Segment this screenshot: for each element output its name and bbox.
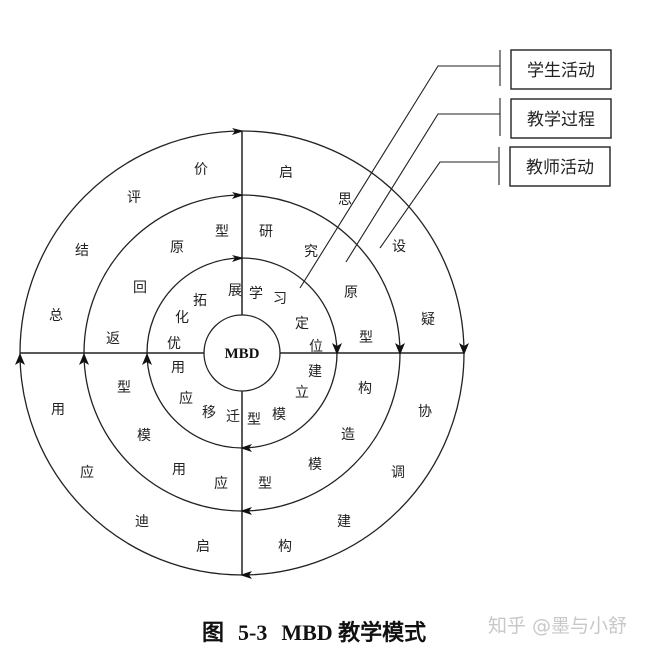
middle-ring-char: 型 [359, 330, 373, 346]
outer-ring-char: 建 [337, 514, 351, 530]
inner-ring-char: 迁 [226, 409, 240, 425]
outer-ring-char: 结 [75, 243, 89, 259]
outer-ring-char: 调 [391, 465, 405, 481]
arrow-bottom-inner [240, 444, 252, 452]
caption-figure-number: 5-3 [238, 620, 268, 645]
legend-label: 学生活动 [527, 61, 595, 81]
middle-ring-char: 型 [117, 380, 131, 396]
arrow-bottom-outer [240, 571, 252, 579]
watermark: 知乎 @墨与小舒 [488, 615, 628, 637]
outer-ring-char: 应 [80, 464, 94, 481]
inner-ring-char: 定 [295, 316, 309, 332]
outer-ring-char: 构 [278, 539, 292, 555]
inner-ring-char: 模 [272, 407, 286, 423]
inner-ring-char: 用 [171, 360, 185, 376]
legend-item-teacher-activity: 教师活动 [509, 146, 611, 187]
legend-leader-lines [299, 50, 501, 289]
leader-teaching-process [345, 113, 500, 263]
caption-figure-label: 图 [202, 620, 225, 645]
middle-ring-char: 用 [172, 462, 186, 478]
inner-ring-char: 建 [308, 364, 322, 380]
middle-ring-char: 返 [106, 331, 120, 347]
middle-ring-char: 原 [170, 240, 184, 256]
outer-ring-char: 思 [338, 192, 352, 208]
legend-label: 教学过程 [527, 110, 595, 130]
inner-ring-char: 学 [249, 286, 263, 302]
middle-ring-char: 回 [133, 280, 147, 296]
outer-ring-char: 设 [392, 239, 406, 255]
outer-ring-char: 启 [279, 165, 293, 181]
middle-ring-char: 型 [215, 224, 229, 240]
inner-ring-char: 位 [309, 339, 323, 355]
outer-ring-char: 评 [127, 190, 141, 206]
outer-ring-char: 迪 [135, 514, 149, 530]
arrow-top-inner [232, 255, 244, 262]
middle-ring-char: 研 [259, 224, 273, 240]
inner-ring-char: 型 [247, 412, 261, 428]
arrow-bottom-middle [240, 507, 252, 515]
outer-ring-char: 协 [418, 404, 432, 420]
middle-ring-char: 构 [358, 381, 372, 397]
caption-title: MBD 教学模式 [281, 620, 427, 645]
inner-ring-char: 立 [295, 385, 309, 401]
figure-caption: 图 5-3 MBD 教学模式 [202, 615, 440, 647]
outer-ring-char: 启 [196, 539, 210, 555]
arrow-top-middle [232, 192, 244, 199]
inner-ring-characters: 学习定位建立模型迁移应用优化拓 展 [167, 283, 323, 428]
inner-ring-char: 化 [175, 310, 189, 326]
outer-ring-char: 总 [49, 308, 63, 324]
leader-student-activity [299, 65, 500, 289]
legend-label: 教师活动 [526, 158, 594, 178]
arrow-right-outer [459, 343, 469, 355]
middle-ring-char: 究 [304, 244, 318, 260]
inner-ring-char: 优 [167, 336, 181, 352]
inner-ring-char: 拓 [193, 293, 207, 309]
middle-ring-char: 型 [258, 476, 272, 492]
middle-ring-char: 造 [341, 427, 355, 443]
arrow-left-outer [15, 353, 25, 365]
arrow-top-outer [232, 128, 244, 135]
arrow-left-inner [142, 353, 152, 365]
arrow-right-inner [332, 343, 342, 355]
outer-ring-char: 疑 [421, 312, 435, 328]
outer-ring-char: 价 [194, 162, 208, 178]
axis-lines [20, 131, 464, 575]
leader-teacher-activity [379, 161, 498, 249]
legend-item-student-activity: 学生活动 [510, 49, 612, 90]
middle-ring-char: 模 [137, 428, 151, 444]
inner-ring-char: 展 [228, 283, 242, 299]
inner-ring-char: 应 [179, 390, 193, 407]
legend: 学生活动 教学过程 教师活动 [509, 49, 612, 187]
inner-ring-char: 习 [273, 291, 287, 307]
middle-ring-char: 应 [214, 475, 228, 492]
middle-ring-char: 原 [344, 285, 358, 301]
center-label: MBD [225, 346, 260, 362]
flow-arrows [15, 128, 469, 579]
arrow-left-middle [79, 353, 89, 365]
inner-ring-char: 移 [202, 405, 216, 421]
arrow-right-middle [395, 343, 405, 355]
outer-ring-char: 用 [51, 402, 65, 418]
legend-item-teaching-process: 教学过程 [510, 98, 612, 139]
middle-ring-char: 模 [308, 457, 322, 473]
